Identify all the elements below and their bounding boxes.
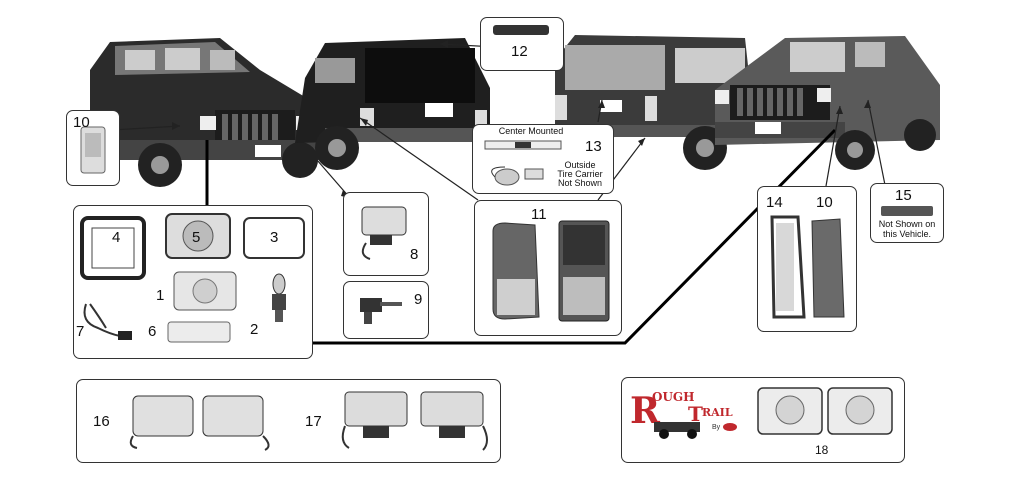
callout-box-8: 8 <box>343 192 429 276</box>
callout-box-lights-1-7: 4 5 3 1 2 7 6 <box>73 205 313 359</box>
license-lamp-assembly-image <box>491 166 544 186</box>
headlight-bulb-image <box>272 273 286 322</box>
callout-number-10-left: 10 <box>73 114 90 131</box>
center-mounted-note: Center Mounted <box>498 126 564 136</box>
callout-number-17: 17 <box>305 413 322 430</box>
side-marker-lens-image <box>811 218 845 318</box>
logo-by: By <box>712 424 721 431</box>
callout-number-11: 11 <box>531 206 547 223</box>
callout-number-9: 9 <box>414 291 423 308</box>
not-shown-vehicle-line-1: Not Shown on <box>878 219 936 229</box>
sealed-beam-headlight-image <box>173 271 237 311</box>
outside-carrier-line-2: Tire Carrier <box>557 169 603 179</box>
headlight-retaining-ring-image <box>243 217 305 259</box>
outside-carrier-line-3: Not Shown <box>557 178 603 188</box>
logo-badge <box>723 423 737 431</box>
callout-number-7: 7 <box>76 323 85 340</box>
callout-number-1: 1 <box>156 287 165 304</box>
headlight-housing-image <box>165 213 231 259</box>
callout-number-10-right: 10 <box>816 194 833 211</box>
callout-box-13: Center Mounted 13 Outside Tire Carrier N… <box>472 124 614 194</box>
callout-box-15: 15 Not Shown on this Vehicle. <box>870 183 944 243</box>
callout-number-12: 12 <box>511 43 528 60</box>
headlight-bezel-image <box>80 216 146 280</box>
rough-trail-logo: R OUGH T RAIL By <box>630 388 740 448</box>
fog-light-assembly-image <box>361 206 407 260</box>
callout-number-5: 5 <box>192 229 201 246</box>
light-switch-image <box>360 298 402 324</box>
callout-number-4: 4 <box>112 229 121 246</box>
callout-number-3: 3 <box>270 229 279 246</box>
callout-number-16: 16 <box>93 413 110 430</box>
logo-rail: RAIL <box>702 406 733 419</box>
front-side-marker-image <box>881 206 933 216</box>
logo-ough: OUGH <box>652 390 695 404</box>
not-shown-vehicle-line-2: this Vehicle. <box>882 229 932 239</box>
side-marker-housing-image <box>770 215 806 319</box>
logo-jeep-graphic <box>654 422 700 439</box>
jeep-rear-left-view <box>295 38 495 170</box>
callout-box-12: 12 <box>480 17 564 71</box>
callout-box-16-17: 16 17 <box>76 379 501 463</box>
headlight-wiring-harness-image <box>83 303 132 340</box>
tail-light-assembly-right-image <box>558 220 610 322</box>
callout-number-6: 6 <box>148 323 157 340</box>
callout-number-14: 14 <box>766 194 783 211</box>
halogen-headlight-pair-image <box>757 387 893 435</box>
callout-number-15: 15 <box>895 187 912 204</box>
callout-box-10-left: 10 <box>66 110 120 186</box>
tail-light-lens-left-image <box>492 222 540 320</box>
parking-light-lens-image <box>80 126 106 174</box>
fog-light-pair-17-image <box>341 391 488 451</box>
fog-light-pair-16-image <box>129 395 270 451</box>
jeep-front-right-view <box>715 36 940 170</box>
parking-light-lens-small-image <box>167 321 231 343</box>
outside-carrier-line-1: Outside <box>564 160 596 170</box>
license-lamp-bar-image <box>484 140 562 150</box>
logo-t: T <box>688 402 703 426</box>
callout-box-18: R OUGH T RAIL By 18 <box>621 377 905 463</box>
third-brake-light-image <box>493 25 549 35</box>
callout-box-11: 11 <box>474 200 622 336</box>
callout-number-18: 18 <box>815 443 829 457</box>
callout-number-13: 13 <box>585 138 602 155</box>
callout-box-14-10: 14 10 <box>757 186 857 332</box>
callout-number-2: 2 <box>250 321 259 338</box>
callout-box-9: 9 <box>343 281 429 339</box>
callout-number-8: 8 <box>410 246 419 263</box>
